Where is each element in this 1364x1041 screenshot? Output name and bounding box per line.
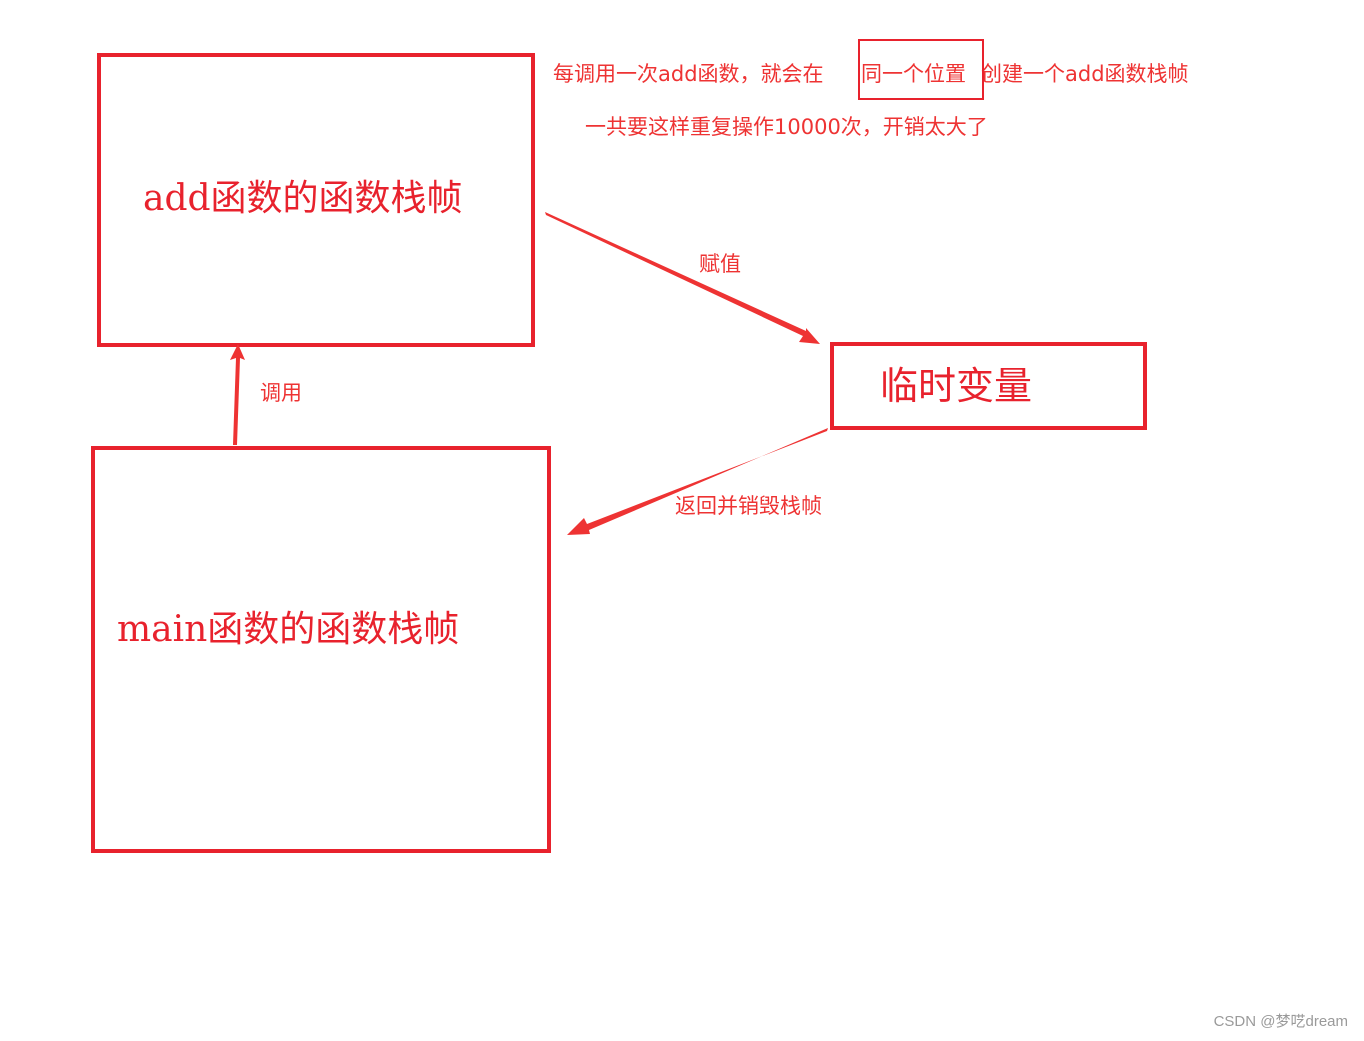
note-line-1-part-1: 每调用一次add函数，就会在 <box>553 62 824 86</box>
main-frame-box <box>91 446 551 853</box>
assign-label: 赋值 <box>699 252 741 276</box>
add-frame-label: add函数的函数栈帧 <box>143 178 463 219</box>
temp-var-label: 临时变量 <box>880 364 1033 408</box>
return-arrow <box>567 428 828 535</box>
note-line-1-part-2: 创建一个add函数栈帧 <box>981 62 1189 86</box>
temp-var-box <box>830 342 1147 430</box>
note-line-1-highlight: 同一个位置 <box>861 62 966 86</box>
note-line-2: 一共要这样重复操作10000次，开销太大了 <box>585 115 988 139</box>
watermark: CSDN @梦呓dream <box>1213 1013 1348 1030</box>
call-label: 调用 <box>260 381 302 405</box>
add-frame-box <box>97 53 535 347</box>
main-frame-label: main函数的函数栈帧 <box>117 609 460 650</box>
highlight-frame <box>858 39 984 100</box>
assign-arrow <box>545 212 820 344</box>
call-arrow <box>230 344 245 445</box>
return-label: 返回并销毁栈帧 <box>675 494 822 518</box>
